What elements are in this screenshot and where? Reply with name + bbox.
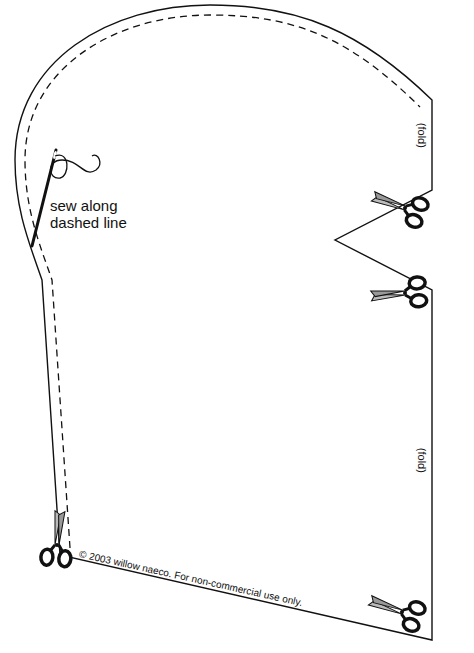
fold-note: (fold) bbox=[416, 122, 429, 147]
scissors-icon bbox=[40, 510, 75, 567]
seam-line bbox=[25, 15, 420, 548]
instruction-note: sew along dashed line bbox=[50, 197, 142, 232]
copyright-note: © 2003 willow naeco. For non-commercial … bbox=[78, 548, 304, 608]
fold-note: (fold) bbox=[416, 447, 429, 472]
scissors-icon bbox=[370, 276, 427, 311]
scissors-icon bbox=[365, 586, 427, 633]
pattern-outline bbox=[15, 5, 432, 640]
scissors-icon bbox=[368, 182, 430, 229]
